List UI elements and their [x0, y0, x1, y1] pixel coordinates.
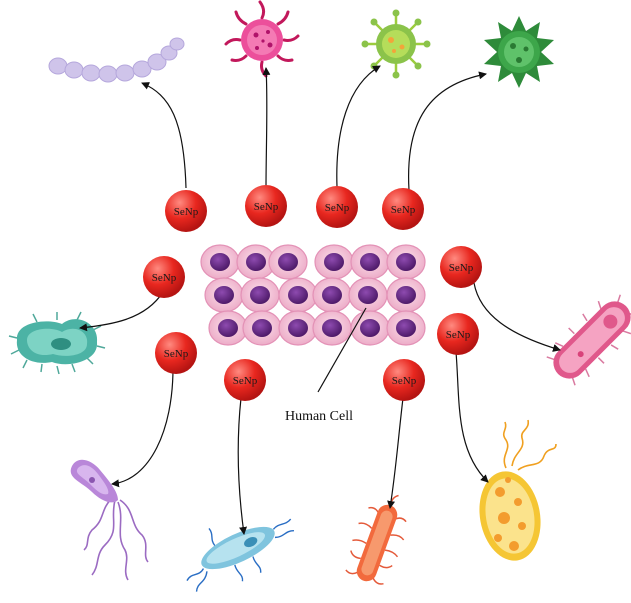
- yellow-protist-icon: [473, 420, 556, 566]
- senp-particle: SeNp: [224, 359, 266, 401]
- arrow-to-orange-bacterium: [390, 398, 403, 508]
- human-cell: [201, 245, 239, 279]
- senp-particle: SeNp: [245, 185, 287, 227]
- senp-label: SeNp: [446, 329, 471, 341]
- human-cell: [387, 311, 425, 345]
- human-cell: [313, 278, 351, 312]
- senp-particle: SeNp: [440, 246, 482, 288]
- senp-particle: SeNp: [382, 188, 424, 230]
- arrow-to-teal-bacterium: [80, 292, 163, 328]
- human-cell: [205, 278, 243, 312]
- arrow-to-purple-flagellate: [112, 368, 173, 484]
- senp-particle: SeNp: [316, 186, 358, 228]
- human-cell: [209, 311, 247, 345]
- human-cell: [241, 278, 279, 312]
- human-cell: [315, 245, 353, 279]
- teal-bacterium-icon: [9, 312, 105, 374]
- senp-label: SeNp: [233, 375, 258, 387]
- human-cell-label: Human Cell: [285, 409, 353, 424]
- arrow-to-pink-virus: [266, 68, 267, 188]
- dark-green-virus-icon: [484, 16, 554, 88]
- senp-label: SeNp: [325, 202, 350, 214]
- pink-bacterium-icon: [540, 286, 631, 392]
- human-cell: [387, 245, 425, 279]
- senp-label: SeNp: [449, 262, 474, 274]
- senp-particle: SeNp: [155, 332, 197, 374]
- senp-label: SeNp: [174, 206, 199, 218]
- streptococcus-chain-icon: [49, 38, 184, 82]
- blue-flagellate-icon: [171, 495, 306, 598]
- arrow-to-pink-bacterium: [474, 283, 560, 350]
- senp-particle: SeNp: [143, 256, 185, 298]
- arrow-to-green-virus: [337, 66, 380, 187]
- senp-particle: SeNp: [165, 190, 207, 232]
- human-cell: [351, 245, 389, 279]
- green-virus-icon: [362, 10, 431, 79]
- human-cell: [351, 311, 389, 345]
- human-cell: [279, 311, 317, 345]
- human-cell: [243, 311, 281, 345]
- human-cell: [313, 311, 351, 345]
- senp-label: SeNp: [164, 348, 189, 360]
- arrow-to-streptococcus: [142, 83, 186, 188]
- human-cell: [269, 245, 307, 279]
- senp-label: SeNp: [391, 204, 416, 216]
- human-cell-cluster: [201, 245, 425, 345]
- arrow-to-blue-flagellate: [238, 398, 244, 534]
- human-cell: [387, 278, 425, 312]
- senp-label: SeNp: [392, 375, 417, 387]
- purple-flagellate-icon: [71, 460, 148, 580]
- senp-label: SeNp: [152, 272, 177, 284]
- senp-particle: SeNp: [383, 359, 425, 401]
- orange-bacterium-icon: [341, 486, 418, 589]
- arrow-to-yellow-protist: [456, 352, 488, 482]
- human-cell: [349, 278, 387, 312]
- senp-particle: SeNp: [437, 313, 479, 355]
- arrow-to-dark-green-virus: [409, 74, 486, 190]
- pink-virus-icon: [226, 2, 298, 76]
- human-cell: [279, 278, 317, 312]
- senp-label: SeNp: [254, 201, 279, 213]
